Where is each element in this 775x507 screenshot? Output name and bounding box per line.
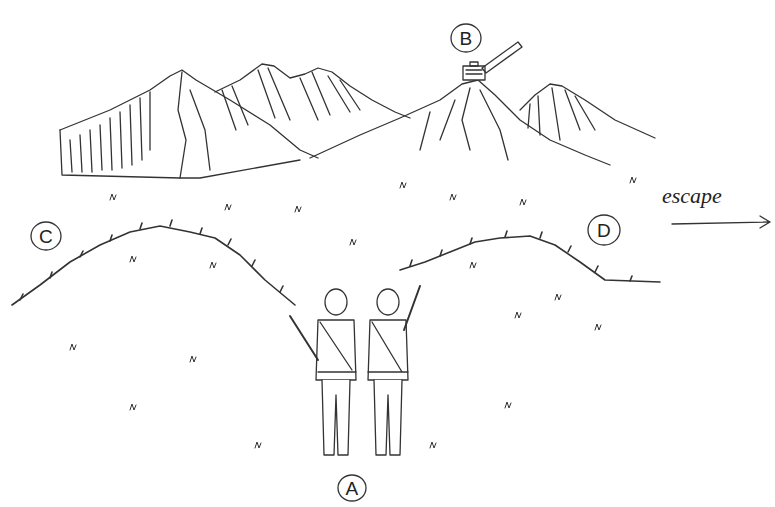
callout-letter: B	[460, 29, 473, 48]
grass-tufts	[70, 177, 636, 448]
callout-letter: C	[39, 227, 53, 246]
mountain-range	[60, 64, 655, 178]
middle-peaks-shade	[222, 68, 360, 130]
gun-barrel	[482, 42, 522, 73]
ridge-d	[400, 236, 660, 282]
torso	[316, 320, 356, 380]
gun-emplacement	[463, 42, 522, 80]
left-peak-ridge	[178, 72, 210, 178]
sash	[318, 322, 356, 372]
bunker-detail	[466, 62, 482, 74]
callout-circle	[31, 222, 61, 250]
sash	[368, 322, 408, 372]
legs	[374, 380, 402, 455]
head	[325, 289, 347, 315]
rifle	[404, 286, 420, 330]
soldier-left	[290, 289, 356, 455]
b-peak	[310, 80, 610, 165]
rifle	[290, 316, 318, 360]
escape-arrow	[672, 216, 770, 228]
legs	[322, 380, 350, 455]
soldier-right	[368, 286, 420, 455]
right-peak-shade	[528, 88, 595, 140]
ridge-c-grass	[20, 220, 283, 300]
b-peak-ridge	[420, 88, 508, 160]
left-peak-front	[60, 130, 300, 178]
left-peak	[60, 70, 318, 158]
label-circles	[31, 24, 620, 501]
left-peak-shade	[70, 92, 150, 172]
callout-circle	[338, 475, 366, 501]
callout-circle	[451, 24, 481, 52]
tuft	[70, 177, 636, 448]
callout-circle	[588, 215, 620, 245]
callout-letter: D	[597, 221, 611, 240]
head	[377, 289, 399, 315]
callout-letter: A	[346, 479, 359, 498]
direction-label: escape	[662, 185, 722, 207]
torso	[368, 320, 408, 380]
